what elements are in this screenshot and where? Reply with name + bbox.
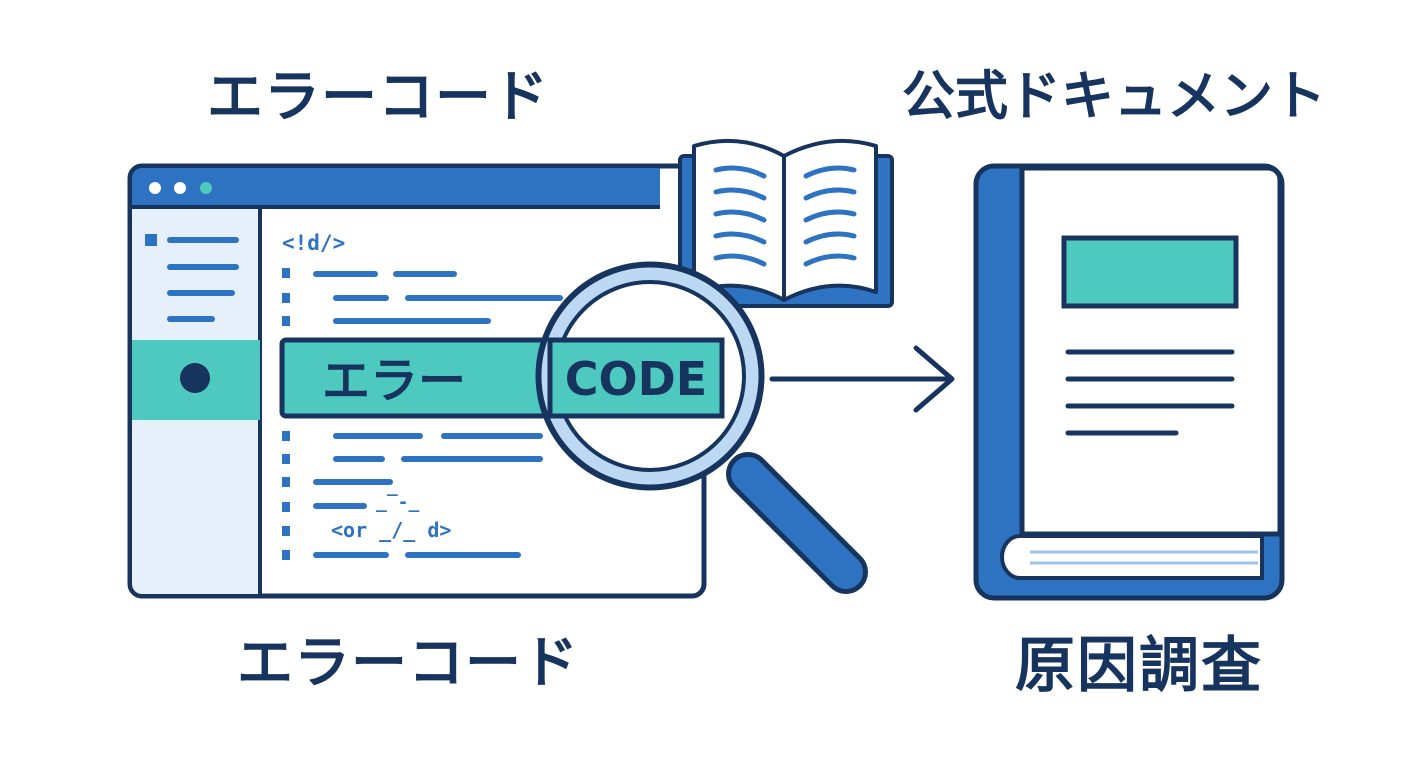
code-line-tag: <!d/> xyxy=(282,231,345,255)
root-cause-caption: 原因調査 xyxy=(1015,631,1263,701)
window-dot-icon xyxy=(149,182,161,194)
code-fragment: _‾-_ xyxy=(376,492,420,513)
error-marker-icon xyxy=(180,363,210,393)
official-docs-title: 公式ドキュメント xyxy=(902,66,1326,127)
arrow-icon xyxy=(769,345,955,413)
error-code-highlight: CODE xyxy=(565,352,707,406)
document-header-block xyxy=(1061,235,1239,309)
sidebar-bullet-icon xyxy=(145,234,157,246)
magnifier-icon: CODE xyxy=(535,261,868,594)
error-highlight-text: エラー xyxy=(322,353,466,409)
error-code-caption: エラーコード xyxy=(237,631,579,696)
window-dot-icon xyxy=(174,182,186,194)
window-dot-icon xyxy=(200,182,212,194)
document-book-icon xyxy=(973,163,1285,601)
code-line-tag-close: <or _/_ d> xyxy=(331,518,451,542)
open-book-icon xyxy=(678,138,894,308)
editor-title-bar xyxy=(132,168,660,207)
error-code-title: エラーコード xyxy=(207,65,549,130)
